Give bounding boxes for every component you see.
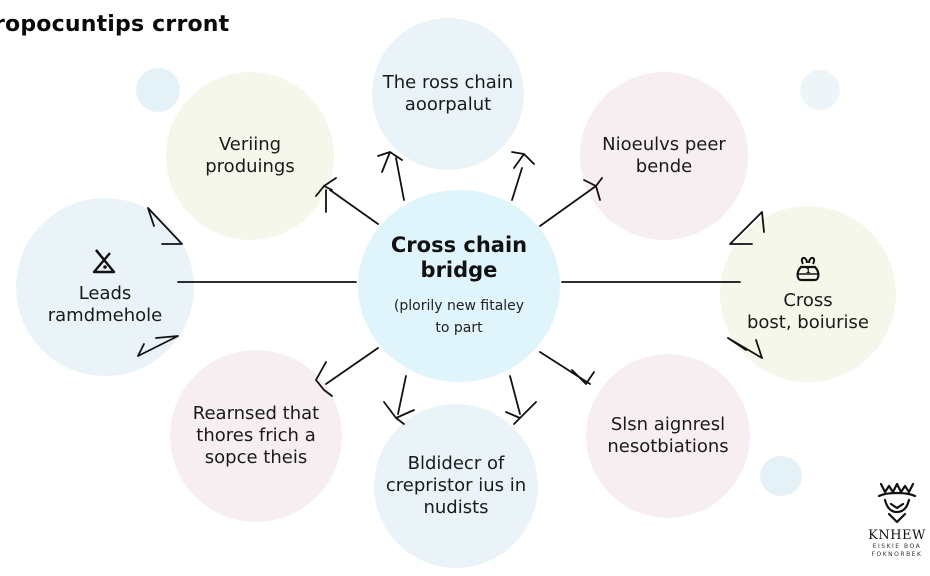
hub-node: Cross chain bridge (plorily new fitaley … <box>358 190 560 382</box>
logo-tagline-2: FOKNORBEK <box>871 551 923 558</box>
node-top-right: Nioeulvs peer bende <box>580 72 748 240</box>
hub-heading: Cross chain bridge <box>390 233 528 282</box>
deer-head-icon <box>877 482 917 524</box>
node-top-right-label: Nioeulvs peer bende <box>602 134 726 177</box>
arrowhead-icon <box>583 177 603 201</box>
connector-bottom-right <box>539 351 591 385</box>
node-top: The ross chain aoorpalut <box>372 18 524 170</box>
decorative-blob <box>136 68 180 112</box>
node-bottom: Bldidecr of crepristor ius in nudists <box>374 404 538 568</box>
node-left: Leads ramdmehole <box>16 198 194 376</box>
node-top-label: The ross chain aoorpalut <box>382 72 514 115</box>
arrowhead-icon <box>315 177 337 197</box>
arrowhead-icon <box>137 335 179 357</box>
connector-top-2 <box>511 167 523 201</box>
node-bottom-label: Bldidecr of crepristor ius in nudists <box>385 453 527 518</box>
node-top-left-label: Veriing produings <box>205 134 295 177</box>
decorative-blob <box>800 70 840 110</box>
node-bottom-left-label: Rearnsed that thores frich a sopce theis <box>192 403 320 468</box>
arrowhead-icon <box>147 207 183 245</box>
money-bag-icon: 1 <box>796 256 820 282</box>
node-left-label: Leads ramdmehole <box>47 283 163 326</box>
decorative-blob <box>760 456 802 496</box>
arrowhead-icon <box>377 151 403 173</box>
node-bottom-right: Slsn aignresl nesotbiations <box>586 354 750 518</box>
warning-triangle-icon <box>92 249 116 274</box>
svg-text:1: 1 <box>806 267 811 275</box>
arrowhead-icon <box>505 401 537 425</box>
diagram-title: ropocuntips crront <box>0 12 230 37</box>
logo-tagline-1: EISKIE BOA <box>872 543 922 550</box>
connector-top-right <box>539 185 597 227</box>
arrowhead-icon <box>511 151 535 169</box>
arrowhead-icon <box>729 211 765 245</box>
logo-name: KNHEW <box>868 528 926 543</box>
hub-subtext: (plorily new fitaley to part <box>393 298 525 336</box>
node-bottom-right-label: Slsn aignresl nesotbiations <box>607 414 729 457</box>
connector-bottom-left <box>325 347 379 385</box>
connector-bottom <box>397 375 407 415</box>
connector-top-left <box>329 189 379 225</box>
brand-logo: KNHEW EISKIE BOA FOKNORBEK <box>862 478 930 559</box>
connector-top <box>395 157 405 201</box>
arrowhead-icon <box>383 401 415 425</box>
connector-bottom-2 <box>509 375 521 415</box>
arrowhead-icon <box>571 369 595 385</box>
arrowhead-icon <box>315 361 333 397</box>
node-bottom-left: Rearnsed that thores frich a sopce theis <box>170 350 342 522</box>
node-right: 1 Cross bost, boiurise <box>720 206 896 382</box>
node-right-label: Cross bost, boiurise <box>746 290 870 333</box>
node-top-left: Veriing produings <box>166 72 334 240</box>
arrowhead-icon <box>727 337 763 359</box>
